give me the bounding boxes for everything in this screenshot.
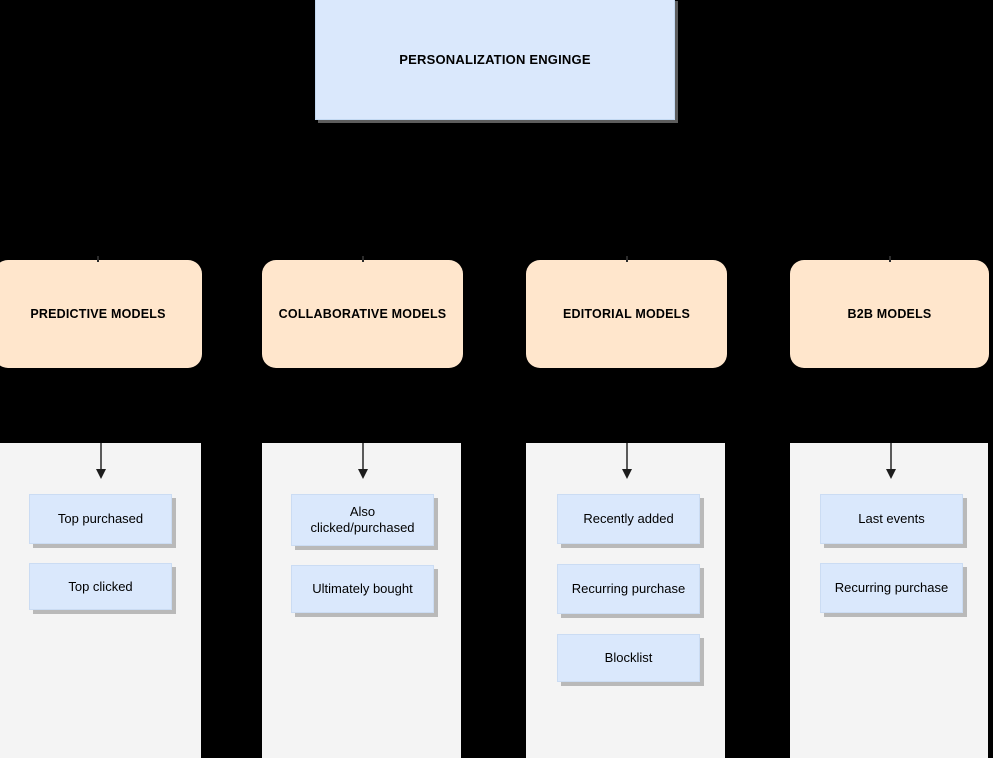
connector-stub-icon <box>361 256 364 262</box>
card-editorial-0[interactable]: Recently added <box>557 494 700 544</box>
arrow-shaft <box>100 443 102 471</box>
card-collaborative-1[interactable]: Ultimately bought <box>291 565 434 613</box>
model-box-label-b2b: B2B MODELS <box>847 307 932 321</box>
card-editorial-2[interactable]: Blocklist <box>557 634 700 682</box>
card-label: Recurring purchase <box>571 581 686 597</box>
card-collaborative-0[interactable]: Also clicked/purchased <box>291 494 434 546</box>
card-label: Also clicked/purchased <box>310 504 415 535</box>
model-box-label-predictive: PREDICTIVE MODELS <box>30 307 166 321</box>
card-predictive-0[interactable]: Top purchased <box>29 494 172 544</box>
connector-stub-icon <box>625 256 628 262</box>
card-label: Top purchased <box>57 511 144 527</box>
arrow-down-icon-predictive <box>94 443 108 479</box>
card-b2b-0[interactable]: Last events <box>820 494 963 544</box>
model-box-collaborative[interactable]: COLLABORATIVE MODELS <box>262 256 463 368</box>
arrow-head <box>622 469 632 479</box>
arrow-down-icon-editorial <box>620 443 634 479</box>
model-box-predictive[interactable]: PREDICTIVE MODELS <box>0 256 202 368</box>
model-box-editorial[interactable]: EDITORIAL MODELS <box>526 256 727 368</box>
arrow-shaft <box>890 443 892 471</box>
personalization-engine-label: PERSONALIZATION ENGINGE <box>399 51 591 67</box>
arrow-down-icon-b2b <box>884 443 898 479</box>
model-box-label-collaborative: COLLABORATIVE MODELS <box>278 307 447 321</box>
arrow-shaft <box>362 443 364 471</box>
card-label: Top clicked <box>68 578 133 594</box>
card-predictive-1[interactable]: Top clicked <box>29 563 172 610</box>
card-label: Ultimately bought <box>312 581 413 597</box>
arrow-shaft <box>626 443 628 471</box>
personalization-engine-box[interactable]: PERSONALIZATION ENGINGE <box>315 0 675 120</box>
arrow-head <box>886 469 896 479</box>
card-label: Last events <box>858 511 925 527</box>
card-editorial-1[interactable]: Recurring purchase <box>557 564 700 614</box>
model-box-b2b[interactable]: B2B MODELS <box>790 256 989 368</box>
model-box-label-editorial: EDITORIAL MODELS <box>562 307 691 321</box>
card-label: Recently added <box>583 511 674 527</box>
connector-stub-icon <box>97 256 99 262</box>
arrow-head <box>358 469 368 479</box>
card-label: Recurring purchase <box>834 580 949 596</box>
card-b2b-1[interactable]: Recurring purchase <box>820 563 963 613</box>
connector-stub-icon <box>888 256 891 262</box>
arrow-down-icon-collaborative <box>356 443 370 479</box>
arrow-head <box>96 469 106 479</box>
card-label: Blocklist <box>604 650 653 666</box>
